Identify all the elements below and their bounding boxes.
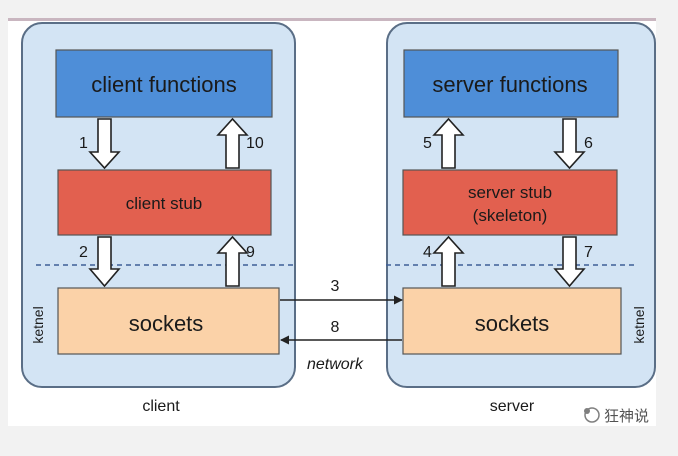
step-6-label: 6 — [584, 135, 593, 152]
step-4-label: 4 — [423, 244, 432, 261]
step-10-label: 10 — [246, 135, 264, 152]
watermark-logo-icon — [584, 407, 600, 423]
server-caption: server — [490, 398, 535, 415]
server-kernel-label: ketnel — [631, 306, 647, 343]
network-label: network — [307, 356, 364, 373]
server-functions-label: server functions — [432, 72, 587, 97]
step-1-label: 1 — [79, 135, 88, 152]
server-stub-label-line1: server stub — [468, 183, 552, 202]
arrow-step-4 — [432, 235, 465, 287]
top-border-line — [8, 18, 656, 21]
arrow-step-6 — [553, 118, 586, 170]
step-3-label: 3 — [331, 278, 340, 295]
step-5-label: 5 — [423, 135, 432, 152]
watermark-text: 狂神说 — [604, 408, 649, 425]
arrow-step-9 — [216, 235, 249, 287]
client-stub-label: client stub — [126, 194, 203, 213]
client-sockets-label: sockets — [129, 311, 204, 336]
arrow-step-7 — [553, 236, 586, 288]
server-sockets-box — [402, 287, 622, 355]
server-stub-box — [402, 169, 618, 236]
step-2-label: 2 — [79, 244, 88, 261]
step-9-label: 9 — [246, 244, 255, 261]
client-caption: client — [142, 398, 180, 415]
arrow-step-10 — [216, 117, 249, 169]
client-sockets-box — [57, 287, 280, 355]
server-functions-box — [403, 49, 619, 118]
client-stub-box — [57, 169, 272, 236]
server-stub-label-line2: (skeleton) — [473, 206, 548, 225]
watermark: 狂神说 — [584, 407, 649, 425]
watermark-logo-dot-icon — [584, 408, 590, 414]
client-functions-box — [55, 49, 273, 118]
arrow-step-5 — [432, 117, 465, 169]
step-8-label: 8 — [331, 319, 340, 336]
step-7-label: 7 — [584, 244, 593, 261]
server-sockets-label: sockets — [475, 311, 550, 336]
client-kernel-label: ketnel — [30, 306, 46, 343]
arrow-step-1 — [88, 118, 121, 170]
arrow-step-2 — [88, 236, 121, 288]
client-functions-label: client functions — [91, 72, 237, 97]
